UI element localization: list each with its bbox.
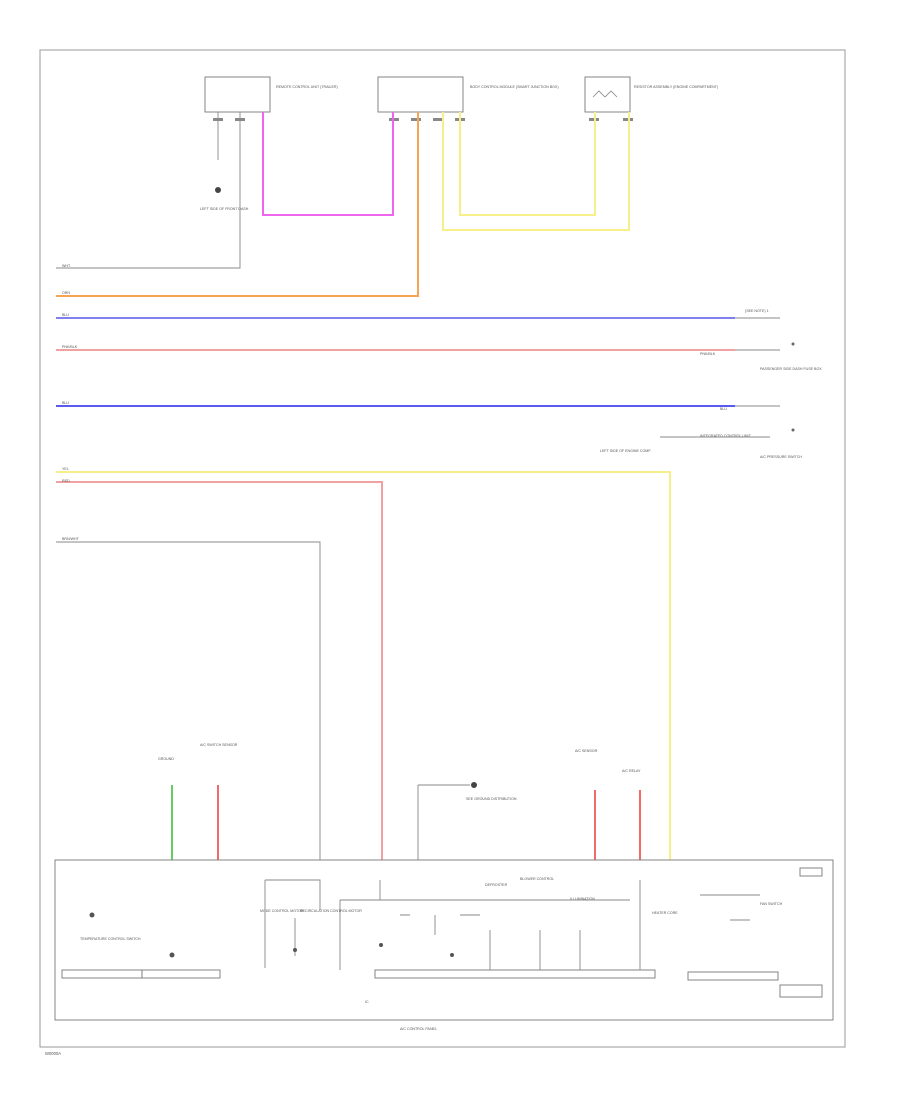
inner-label: ILLUMINATION <box>570 897 595 901</box>
wire-label: BLU <box>62 401 69 405</box>
right-label: PNK/BLK <box>700 352 716 356</box>
wire-label: BRN/WHT <box>62 537 80 541</box>
inner-label: RECIRCULATION CONTROL MOTOR <box>300 909 362 913</box>
wire-red <box>56 481 383 860</box>
component-label: BODY CONTROL MODULE (SMART JUNCTION BOX) <box>470 85 559 89</box>
component-label: RESISTOR ASSEMBLY (ENGINE COMPARTMENT) <box>634 85 718 89</box>
right-label: INTEGRATED CONTROL UNIT <box>700 434 752 438</box>
connector-label: A/C SENSOR <box>575 749 598 753</box>
connector-label: GROUND <box>158 757 174 761</box>
footer-code: W0000A <box>45 1051 61 1056</box>
right-label: A/C PRESSURE SWITCH <box>760 455 802 459</box>
wire-label: WHT <box>62 264 71 268</box>
diagram-frame <box>39 49 846 1048</box>
wire-label: PNK/BLK <box>62 345 78 349</box>
module-label: A/C CONTROL PANEL <box>400 1027 437 1031</box>
component-label: REMOTE CONTROL UNIT (TRAILER) <box>276 85 338 89</box>
inner-label: TEMPERATURE CONTROL SWITCH <box>80 937 141 941</box>
wire-label: YEL <box>62 467 69 471</box>
wire-label: BLU <box>62 313 69 317</box>
inner-label: MODE CONTROL MOTOR <box>260 909 304 913</box>
component-body-control-module: BODY CONTROL MODULE (SMART JUNCTION BOX) <box>377 76 559 121</box>
right-label: LEFT SIDE OF ENGINE COMP <box>600 449 651 453</box>
inner-label: IC <box>365 1000 369 1004</box>
right-label: (SEE NOTE) 1 <box>745 309 769 313</box>
bottom-connectors: GROUND A/C SWITCH SENSOR A/C SENSOR A/C … <box>158 743 641 860</box>
wire-yellow-loop <box>459 112 596 216</box>
connector-label: A/C SWITCH SENSOR <box>200 743 238 747</box>
wire-label: RED <box>62 479 70 483</box>
connector-label: A/C RELAY <box>622 769 641 773</box>
inner-label: BLOWER CONTROL <box>520 877 554 881</box>
wire-magenta <box>262 112 394 216</box>
ground-label: LEFT SIDE OF FRONT DASH <box>200 207 249 211</box>
ground-note: SEE GROUND DISTRIBUTION <box>466 797 517 801</box>
inner-label: FAN SWITCH <box>760 902 783 906</box>
wire-label: ORN <box>62 291 70 295</box>
wire-orange <box>56 112 419 297</box>
inner-label: HEATER CORE <box>652 911 678 915</box>
right-connectors: (SEE NOTE) 1 PNK/BLK PASSENGER SIDE DASH… <box>600 309 822 459</box>
right-label: BLU <box>720 407 727 411</box>
component-remote-control-unit: REMOTE CONTROL UNIT (TRAILER) LEFT SIDE … <box>56 76 338 269</box>
component-resistor-module: RESISTOR ASSEMBLY (ENGINE COMPARTMENT) <box>584 76 718 121</box>
wire-yellow <box>56 471 671 860</box>
bottom-control-module: A/C CONTROL PANEL IC MODE CONTROL MOTOR … <box>54 859 834 1031</box>
wire-brown-white <box>56 541 321 860</box>
right-label: PASSENGER SIDE DASH FUSE BOX <box>760 367 822 371</box>
inner-label: DEFROSTER <box>485 883 508 887</box>
